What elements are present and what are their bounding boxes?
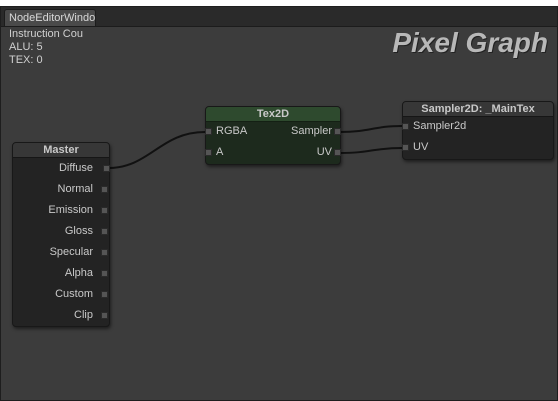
wire-uv-to-uv (338, 147, 403, 154)
port-clip[interactable] (101, 312, 108, 319)
graph-title: Pixel Graph (392, 27, 548, 58)
tex2d-output-rgba: RGBA (216, 125, 248, 137)
master-input-specular: Specular (49, 246, 93, 258)
tab-node-editor[interactable]: NodeEditorWindow (4, 9, 96, 26)
tab-strip (1, 7, 557, 27)
wire-rgba-to-diffuse (107, 131, 206, 169)
top-edge (0, 0, 558, 6)
master-input-diffuse: Diffuse (58, 162, 93, 174)
stats-tex: TEX: 0 (9, 54, 43, 66)
master-node-title[interactable]: Master (13, 143, 109, 158)
port-sampler2d[interactable] (402, 123, 409, 130)
port-diffuse[interactable] (103, 165, 110, 172)
sampler2d-node[interactable]: Sampler2D: _MainTex Sampler2d UV (402, 101, 554, 160)
port-emission[interactable] (101, 207, 108, 214)
port-rgba[interactable] (205, 128, 212, 135)
port-specular[interactable] (101, 249, 108, 256)
tex2d-input-uv: UV (316, 146, 332, 158)
tex2d-output-a: A (216, 146, 224, 158)
master-input-normal: Normal (57, 183, 93, 195)
port-custom[interactable] (101, 291, 108, 298)
stats-alu: ALU: 5 (9, 41, 43, 53)
port-alpha[interactable] (101, 270, 108, 277)
master-input-alpha: Alpha (64, 267, 93, 279)
master-input-clip: Clip (74, 309, 93, 321)
master-input-gloss: Gloss (64, 225, 93, 237)
master-input-emission: Emission (48, 204, 93, 216)
stats-instruction-count: Instruction Cou (9, 28, 83, 40)
sampler2d-output-sampler2d: Sampler2d (413, 120, 467, 132)
stats-panel: Instruction Cou ALU: 5 TEX: 0 (9, 28, 101, 67)
port-a[interactable] (205, 149, 212, 156)
master-node[interactable]: Master Diffuse Normal Emission Gloss Spe… (12, 142, 110, 327)
port-gloss[interactable] (101, 228, 108, 235)
port-sampler-uv[interactable] (402, 144, 409, 151)
tex2d-node[interactable]: Tex2D RGBA A Sampler UV (205, 106, 341, 165)
port-normal[interactable] (101, 186, 108, 193)
port-uv[interactable] (334, 149, 341, 156)
sampler2d-output-uv: UV (413, 141, 429, 153)
wire-sampler-to-sampler2d (338, 125, 403, 133)
tex2d-node-title[interactable]: Tex2D (206, 107, 340, 122)
sampler2d-node-title[interactable]: Sampler2D: _MainTex (403, 102, 553, 117)
port-sampler[interactable] (334, 128, 341, 135)
tex2d-input-sampler: Sampler (291, 125, 332, 137)
master-input-custom: Custom (55, 288, 93, 300)
